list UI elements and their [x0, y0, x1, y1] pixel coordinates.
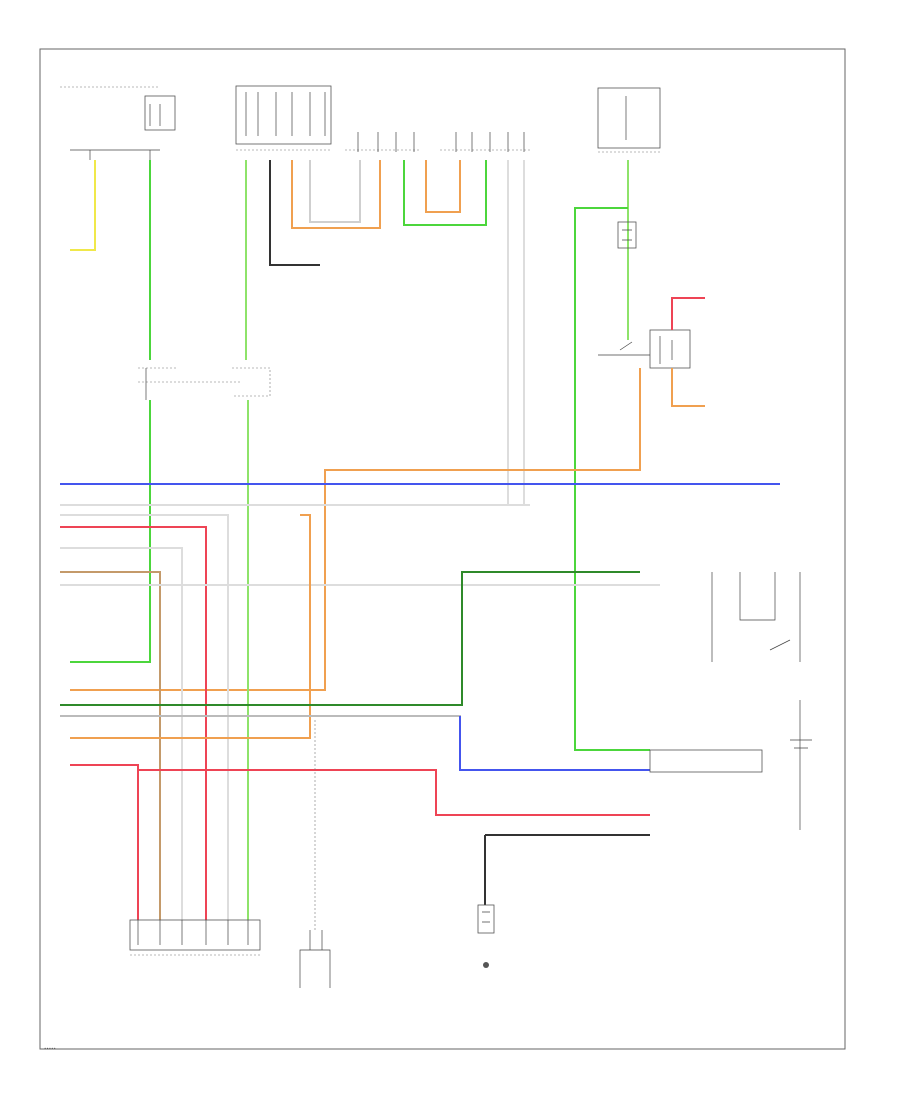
connector-b	[440, 132, 530, 152]
relay-block	[598, 329, 691, 369]
connector-a	[345, 132, 420, 152]
left-junction	[138, 367, 242, 400]
sensor-connector	[299, 720, 331, 988]
bottom-connector	[129, 919, 262, 956]
center-junction	[232, 367, 271, 397]
right-top-connector	[597, 87, 661, 153]
left-top-connector	[60, 86, 176, 160]
center-top-connector	[235, 85, 332, 151]
switch-block	[649, 572, 812, 830]
diagram-frame	[39, 48, 846, 1050]
footer-text: •••••	[44, 1046, 56, 1051]
ground-connector	[477, 904, 495, 968]
right-joint-connector	[617, 221, 637, 249]
